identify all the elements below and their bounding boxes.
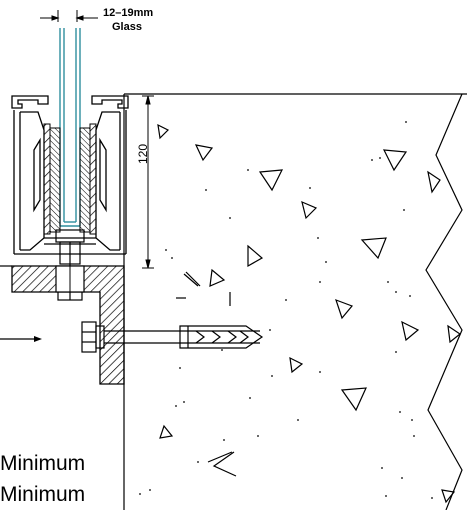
minimum-label-2: Minimum	[0, 483, 86, 506]
aggregate-stroke	[212, 451, 237, 477]
edge-arrow-head	[34, 336, 42, 342]
glass-thickness-dimension	[40, 10, 98, 22]
anchor-bolt	[81, 321, 264, 353]
glass-label: Glass	[112, 21, 142, 33]
minimum-label-1: Minimum	[0, 452, 86, 475]
break-line	[425, 93, 463, 510]
aggregate-stroke	[185, 271, 201, 287]
right-wedge	[89, 123, 97, 235]
concrete-dots	[139, 121, 433, 499]
glass-panel	[59, 28, 81, 227]
concrete-slab	[123, 93, 467, 510]
right-gasket	[79, 127, 91, 233]
depth-dimension	[142, 95, 154, 269]
left-wedge	[43, 123, 51, 235]
left-gasket	[49, 127, 61, 233]
depth-dimension-label: 120	[136, 143, 150, 164]
glass-thickness-label: 12–19mm	[103, 7, 154, 19]
concrete-aggregate	[157, 123, 462, 504]
